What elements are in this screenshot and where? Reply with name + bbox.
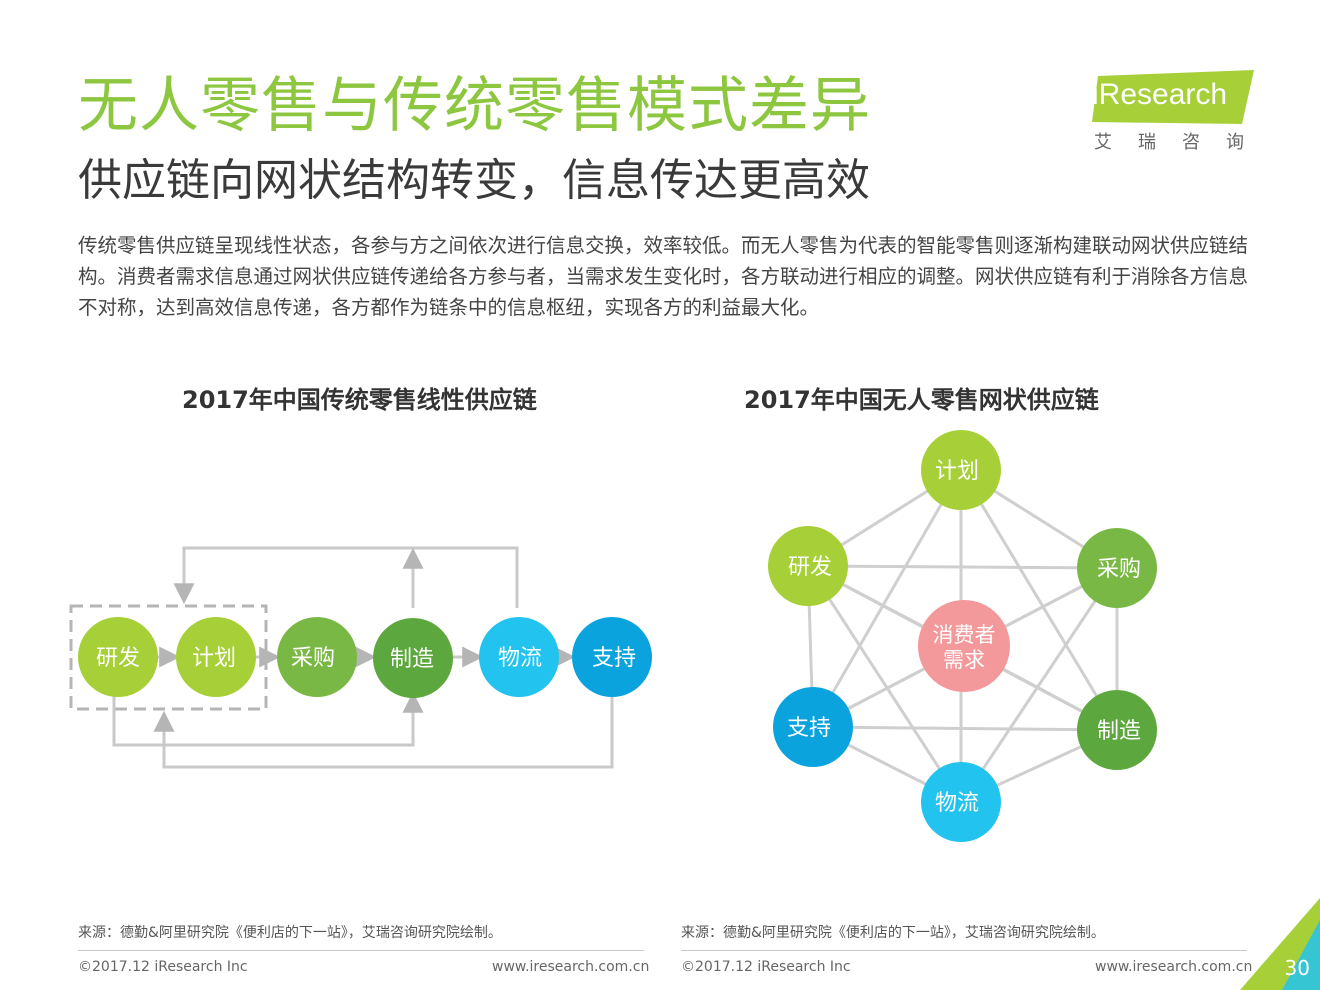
network-node-logistics: 物流 [921, 762, 1001, 842]
linear-node-label: 制造 [390, 647, 434, 672]
network-node-plan: 计划 [921, 430, 1001, 510]
network-node-manufacture: 制造 [1077, 690, 1157, 770]
logo-cn-text: 艾瑞咨询 [1094, 132, 1270, 153]
grouping-dashed-box [69, 604, 268, 711]
linear-node-support: 支持 [572, 617, 652, 697]
linear-node-label: 支持 [592, 646, 636, 671]
linear-node-manufacture: 制造 [373, 618, 453, 698]
center-label-line1: 消费者 [933, 623, 996, 647]
linear-node-plan: 计划 [176, 617, 256, 697]
right-source-note: 来源：德勤&阿里研究院《便利店的下一站》，艾瑞咨询研究院绘制。 [681, 925, 1105, 941]
network-node-rd: 研发 [768, 526, 848, 606]
page-number: 30 [1284, 956, 1310, 980]
intro-paragraph: 传统零售供应链呈现线性状态，各参与方之间依次进行信息交换，效率较低。而无人零售为… [78, 234, 1249, 319]
left-chart-title: 2017年中国传统零售线性供应链 [182, 386, 537, 414]
logo-text: iResearch [1092, 78, 1228, 111]
left-source-note: 来源：德勤&阿里研究院《便利店的下一站》，艾瑞咨询研究院绘制。 [78, 925, 502, 941]
right-footer-divider [681, 950, 1247, 951]
left-copyright: ©2017.12 iResearch Inc [78, 959, 248, 975]
page-title: 无人零售与传统零售模式差异 [78, 71, 871, 141]
loop-logistics-to-plan [173, 546, 519, 608]
loop-support-to-plan [153, 696, 614, 769]
network-center-consumer-demand: 消费者 需求 [918, 600, 1010, 692]
loop-rd-to-manufacture [112, 691, 424, 747]
linear-node-label: 物流 [498, 646, 542, 671]
right-website: www.iresearch.com.cn [1095, 959, 1253, 975]
network-node-purchase: 采购 [1077, 528, 1157, 608]
network-node-label: 采购 [1097, 557, 1141, 582]
center-label-line2: 需求 [943, 648, 985, 672]
page-subtitle: 供应链向网状结构转变，信息传达更高效 [78, 155, 870, 206]
right-chart-title: 2017年中国无人零售网状供应链 [744, 386, 1099, 414]
linear-node-purchase: 采购 [277, 617, 357, 697]
left-website: www.iresearch.com.cn [492, 959, 650, 975]
right-copyright: ©2017.12 iResearch Inc [681, 959, 851, 975]
network-node-label: 物流 [935, 791, 979, 816]
network-node-support: 支持 [773, 687, 853, 767]
linear-node-label: 采购 [291, 646, 335, 671]
network-node-label: 制造 [1097, 719, 1141, 744]
network-node-label: 支持 [787, 716, 831, 741]
network-node-label: 计划 [935, 459, 979, 484]
linear-node-label: 研发 [96, 646, 140, 671]
linear-supply-chain-diagram: 研发 计划 采购 制造 物流 支持 [69, 546, 652, 769]
network-node-label: 研发 [788, 555, 832, 580]
page-corner-decoration [1240, 898, 1320, 990]
network-supply-chain-diagram: 消费者 需求 计划 研发 采购 支持 制造 物流 [768, 430, 1157, 842]
logo-banner-shape [1092, 70, 1254, 124]
iresearch-logo: iResearch 艾瑞咨询 [1092, 70, 1262, 160]
linear-node-label: 计划 [192, 646, 236, 671]
linear-node-logistics: 物流 [479, 617, 559, 697]
linear-node-rd: 研发 [78, 617, 158, 697]
left-footer-divider [78, 950, 644, 951]
